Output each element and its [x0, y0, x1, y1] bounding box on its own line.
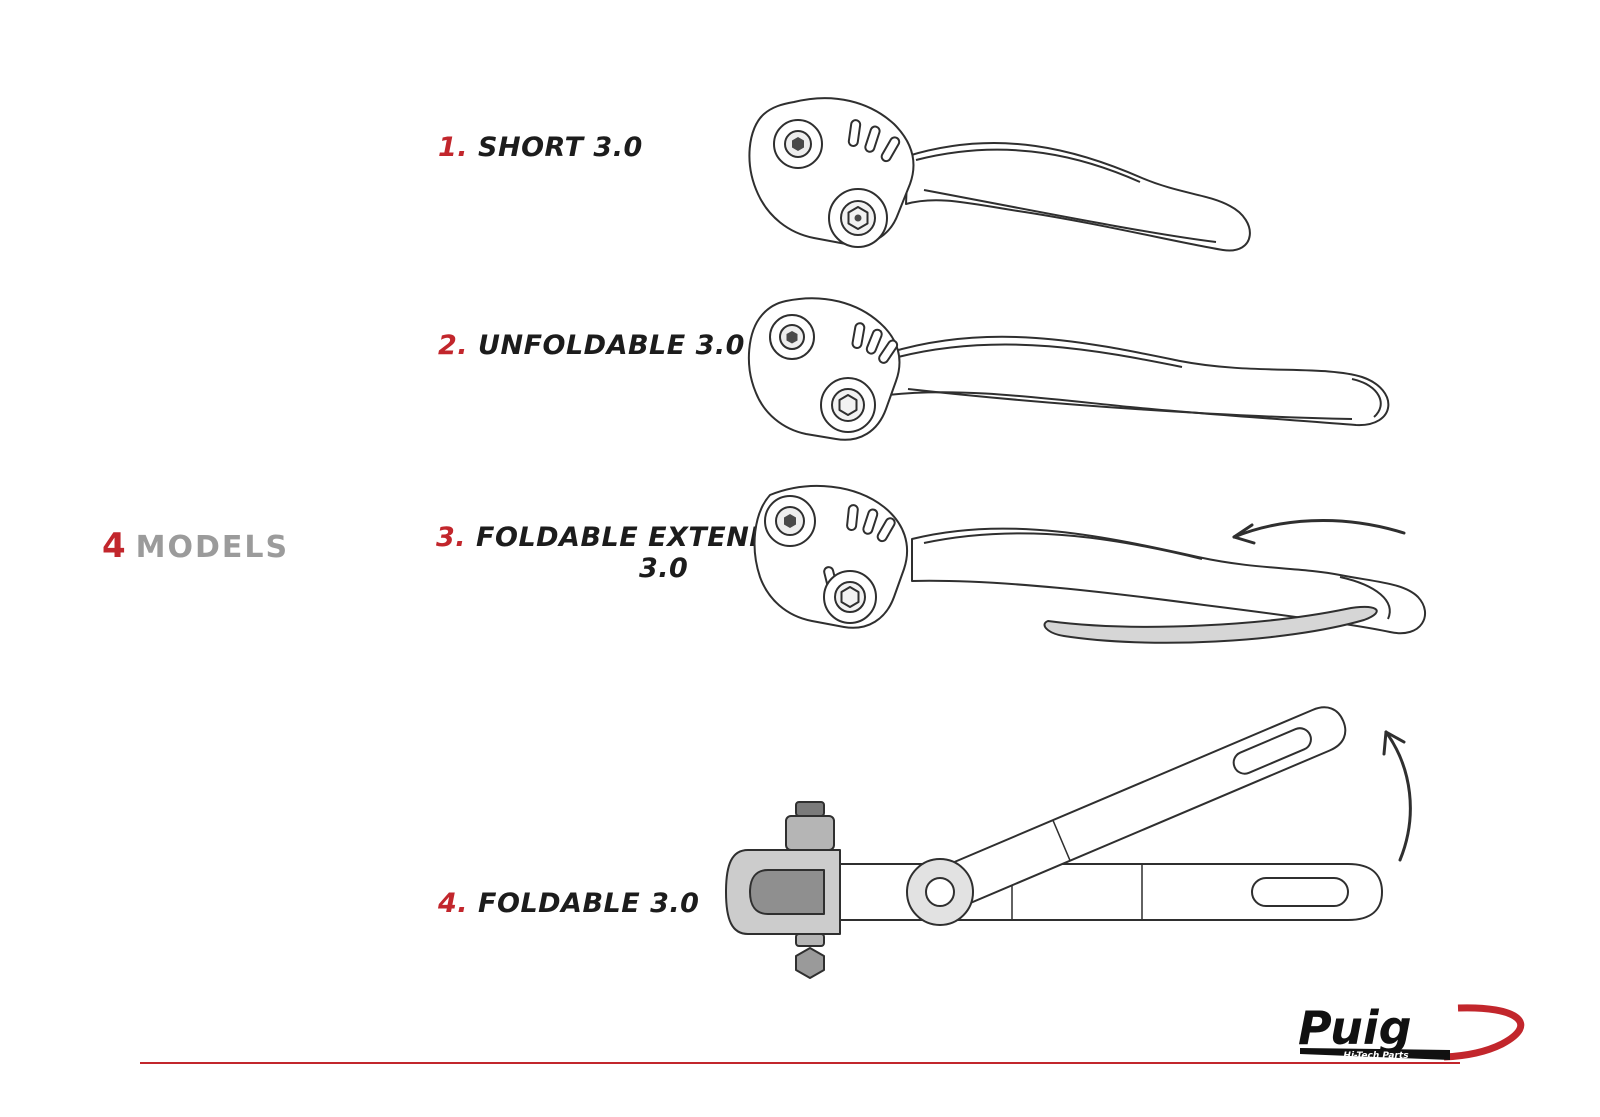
model-4-name: FOLDABLE 3.0	[478, 888, 700, 919]
models-word: MODELS	[135, 530, 290, 565]
model-2-label: 2. UNFOLDABLE 3.0	[438, 330, 745, 361]
logo-swoosh	[1443, 1004, 1525, 1061]
foldable-lever-figure	[725, 706, 1412, 979]
models-heading: 4 MODELS	[102, 526, 289, 566]
foldable-extendable-lever-figure	[753, 485, 1427, 644]
logo-tagline-band	[1300, 1048, 1450, 1060]
foldable-lever-drawing	[725, 706, 1383, 979]
model-4-label: 4. FOLDABLE 3.0	[438, 888, 699, 919]
model-4-number: 4.	[438, 888, 469, 919]
model-3-number: 3.	[436, 522, 467, 553]
short-lever-figure	[748, 97, 1251, 252]
short-lever-drawing	[748, 97, 1251, 252]
logo-brand-text: Puig	[1298, 1002, 1412, 1055]
fold-arrow-icon	[1382, 730, 1412, 862]
model-1-number: 1.	[438, 132, 469, 163]
model-1-label: 1. SHORT 3.0	[438, 132, 643, 163]
extend-arrow-icon	[1232, 519, 1406, 545]
unfoldable-lever-figure	[747, 297, 1390, 441]
footer-rule	[140, 1062, 1460, 1064]
puig-logo: Puig Hi-Tech Parts	[1298, 1002, 1525, 1061]
models-count: 4	[102, 526, 126, 566]
model-2-name: UNFOLDABLE 3.0	[478, 330, 745, 361]
unfoldable-lever-drawing	[747, 297, 1390, 441]
model-2-number: 2.	[438, 330, 469, 361]
foldable-extendable-lever-drawing	[753, 485, 1427, 644]
logo-tagline-text: Hi-Tech Parts	[1343, 1051, 1409, 1061]
model-1-name: SHORT 3.0	[478, 132, 643, 163]
